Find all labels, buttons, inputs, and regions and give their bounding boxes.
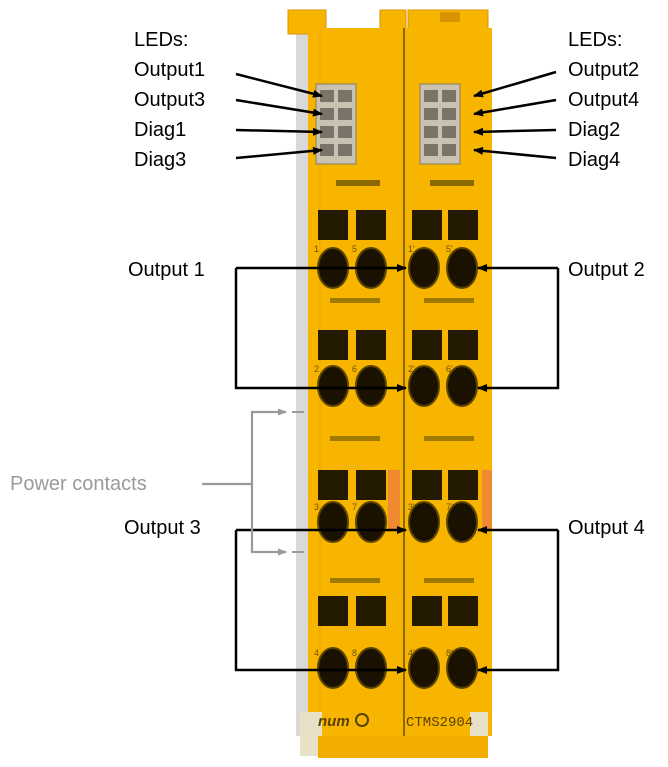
label-output-1: Output 1	[128, 259, 205, 281]
terminal-number: 6'	[446, 364, 453, 374]
label-diag4-led: Diag4	[568, 149, 620, 171]
label-output4-led: Output4	[568, 89, 639, 111]
label-output-4: Output 4	[568, 517, 645, 539]
terminal-number: 7	[352, 502, 357, 512]
terminal-number: 4'	[408, 648, 415, 658]
terminal-number: 4	[314, 648, 319, 658]
label-diag3-led: Diag3	[134, 149, 186, 171]
terminal-number: 6	[352, 364, 357, 374]
model-number: CTMS2904	[406, 715, 473, 731]
label-power-contacts: Power contacts	[10, 473, 147, 495]
terminal-number: 5	[352, 244, 357, 254]
label-output1-led: Output1	[134, 59, 205, 81]
terminal-number: 3'	[408, 502, 415, 512]
label-output-3: Output 3	[124, 517, 201, 539]
terminal-number: 8	[352, 648, 357, 658]
terminal-number: 5'	[446, 244, 453, 254]
label-output2-led: Output2	[568, 59, 639, 81]
terminal-number: 2	[314, 364, 319, 374]
terminal-number: 2'	[408, 364, 415, 374]
label-diag2-led: Diag2	[568, 119, 620, 141]
label-output-2: Output 2	[568, 259, 645, 281]
terminal-number: 1	[314, 244, 319, 254]
leds-label-left: LEDs:	[134, 29, 188, 51]
terminal-module: 1 5 1' 5' 2 6 2' 6' 3 7 3' 7' 4 8 4' 8' …	[288, 10, 492, 758]
label-output3-led: Output3	[134, 89, 205, 111]
terminal-number: 8'	[446, 648, 453, 658]
terminal-number: 1'	[408, 244, 415, 254]
terminal-number: 3	[314, 502, 319, 512]
brand-logo: num	[318, 713, 350, 730]
terminal-number: 7'	[446, 502, 453, 512]
leds-label-right: LEDs:	[568, 29, 622, 51]
label-diag1-led: Diag1	[134, 119, 186, 141]
